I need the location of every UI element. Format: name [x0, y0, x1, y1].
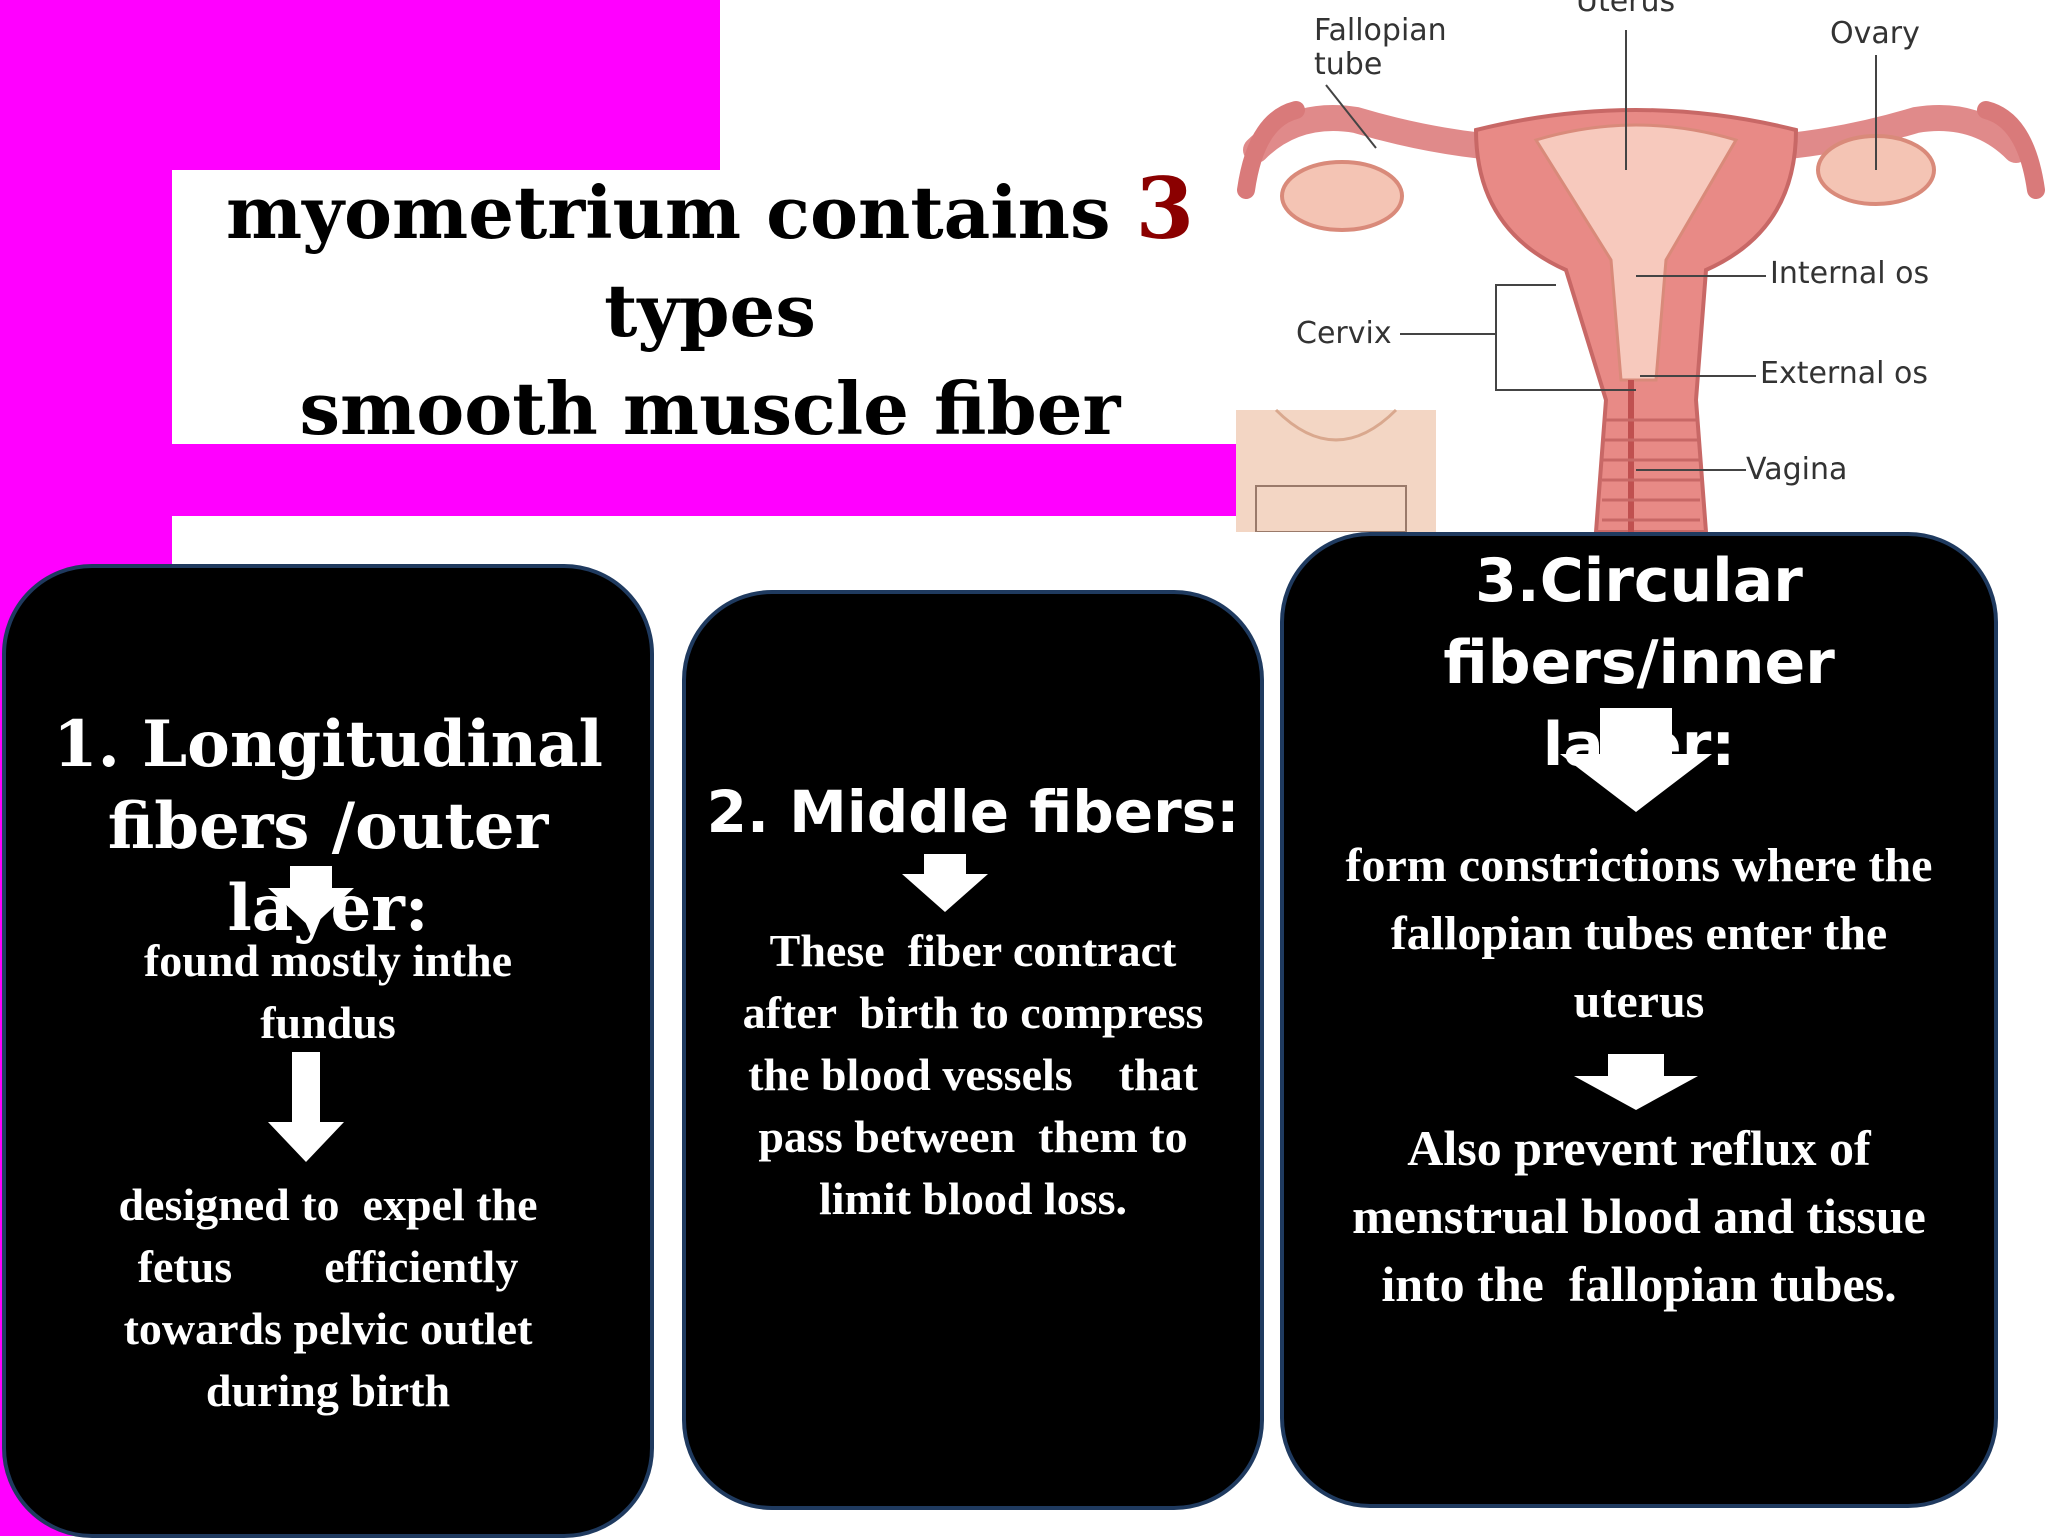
uterus-diagram: Fallopian tube Uterus Ovary Internal os …	[1236, 0, 2048, 534]
page-title: myometrium contains 3 types smooth muscl…	[180, 159, 1240, 452]
title-line-2: smooth muscle fiber	[299, 366, 1121, 451]
magenta-band	[0, 444, 1240, 516]
uterine-cavity	[1533, 123, 1739, 382]
down-arrow-icon	[268, 1052, 344, 1162]
title-line-1: myometrium contains 3 types	[225, 159, 1195, 354]
left-ovary	[1280, 160, 1404, 232]
label-ovary: Ovary	[1830, 16, 1920, 51]
label-external-os: External os	[1760, 356, 1928, 391]
card-longitudinal-fibers: 1. Longitudinal fibers /outer layer: fou…	[2, 564, 654, 1538]
down-arrow-icon	[1574, 1054, 1698, 1110]
card-1-heading: 1. Longitudinal fibers /outer layer:	[53, 707, 603, 946]
uterus-illustration	[1236, 30, 2045, 534]
label-cervix: Cervix	[1296, 316, 1392, 351]
card-3-text-1: form constrictions where the fallopian t…	[1345, 839, 1957, 1028]
card-1-text-2: designed to expel the fetus efficiently …	[118, 1179, 550, 1416]
card-3-heading: 3.Circular fibers/inner layer:	[1443, 546, 1835, 780]
label-uterus: Uterus	[1576, 0, 1676, 19]
label-fallopian-tube: Fallopian tube	[1314, 13, 1447, 82]
white-title-panel	[172, 170, 1240, 444]
card-1-text-1: found mostly inthe fundus	[143, 935, 513, 1048]
card-2-heading: 2. Middle fibers:	[706, 778, 1240, 846]
label-vagina: Vagina	[1746, 452, 1848, 487]
label-internal-os: Internal os	[1770, 256, 1930, 291]
card-circular-fibers: 3.Circular fibers/inner layer: form cons…	[1280, 532, 1998, 1508]
card-2-text-1: These fiber contract after birth to comp…	[742, 925, 1244, 1224]
card-middle-fibers: 2. Middle fibers: These fiber contract a…	[682, 590, 1264, 1510]
body-inset-photo	[1236, 410, 1436, 532]
title-number: 3	[1135, 159, 1195, 258]
card-3-text-2: Also prevent reflux of menstrual blood a…	[1352, 1120, 1939, 1312]
down-arrow-icon	[268, 866, 354, 928]
down-arrow-icon	[902, 854, 988, 912]
down-arrow-icon	[1560, 708, 1712, 812]
